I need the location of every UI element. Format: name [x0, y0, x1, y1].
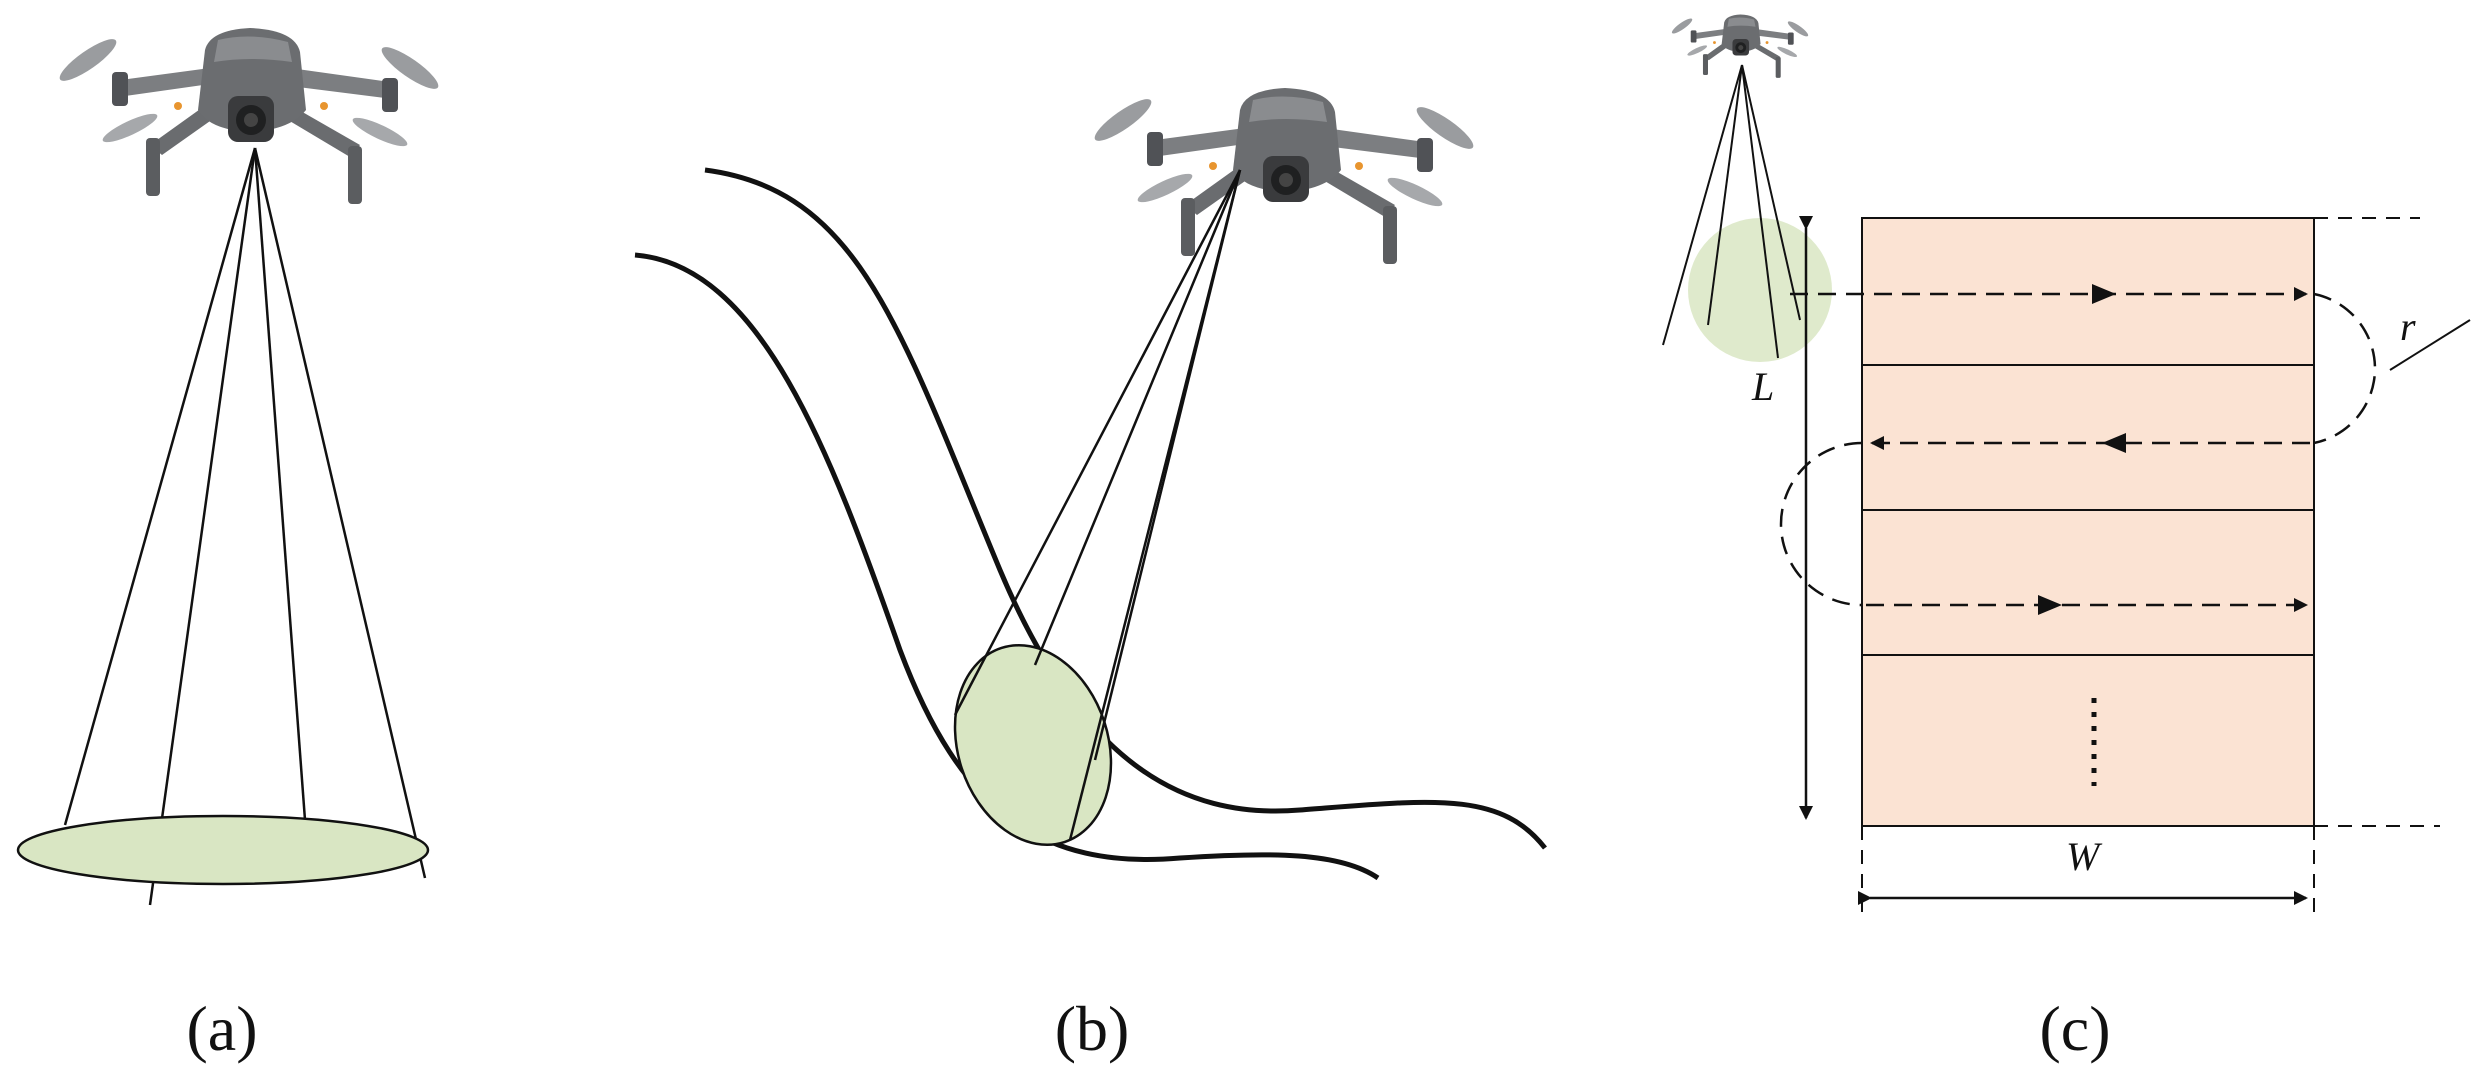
width-label: W: [2066, 834, 2103, 879]
direction-arrows: [2038, 284, 2126, 615]
flight-path: [1779, 287, 2377, 612]
panel-b: (b): [634, 88, 1547, 1064]
camera-rays-c: [1662, 64, 1801, 359]
camera-footprint-c: [1688, 218, 1832, 362]
radius-label: r: [2400, 304, 2416, 349]
panel-a: (a): [16, 28, 444, 1064]
slope-footprint-b: [953, 644, 1113, 846]
slope-upper-curve: [704, 167, 1547, 850]
panel-c: r L W (c): [1662, 14, 2471, 1064]
camera-rays-b: [953, 169, 1242, 841]
panel-caption-a: (a): [186, 993, 257, 1064]
turn-arc-right: [2313, 292, 2377, 445]
length-label: L: [1751, 364, 1774, 409]
ground-footprint-a: [16, 814, 430, 886]
dimension-extension-lines: [1861, 217, 2440, 922]
strip-dividers: [1862, 364, 2314, 656]
panel-caption-b: (b): [1055, 993, 1130, 1064]
drone-icon: [54, 28, 444, 204]
slope-lower-curve: [634, 252, 1380, 881]
radius-line: [2389, 319, 2471, 371]
turn-arc-left: [1779, 441, 1863, 607]
camera-rays-a: [63, 147, 427, 906]
drone-icon: [1089, 88, 1479, 264]
survey-area: [1861, 217, 2315, 827]
panel-caption-c: (c): [2039, 993, 2110, 1064]
